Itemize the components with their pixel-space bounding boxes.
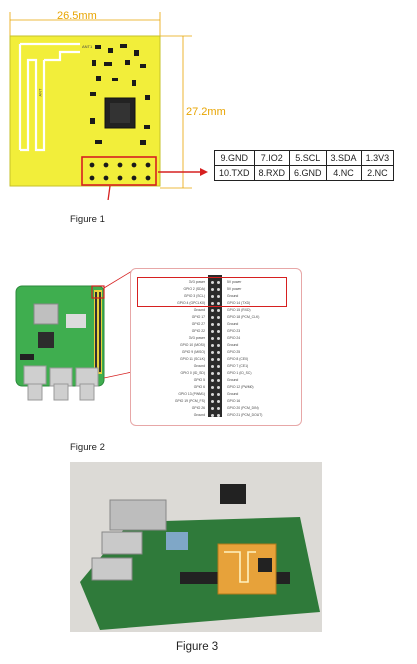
gpio-label-left: GPIO 27	[191, 322, 205, 326]
gpio-pin-dot	[217, 315, 220, 319]
gpio-label-left: GPIO 6	[193, 385, 205, 389]
table-cell: 4.NC	[325, 165, 362, 181]
gpio-label-right: GPIO 20 (PCM_DIN)	[227, 406, 259, 410]
gpio-label-right: Ground	[227, 343, 239, 347]
gpio-label-left: GPIO 10 (MOSI)	[179, 343, 205, 347]
gpio-label-left: GPIO 22	[191, 329, 205, 333]
gpio-label-left: GPIO 19 (PCM_FS)	[174, 399, 205, 403]
gpio-pin-dot	[211, 315, 214, 319]
gpio-label-right: Ground	[227, 378, 239, 382]
gpio-label-left: GPIO 9 (MISO)	[181, 350, 205, 354]
gpio-label-right: GPIO 7 (CE1)	[227, 364, 249, 368]
gpio-label-left: Ground	[193, 308, 205, 312]
gpio-label-right: GPIO 16	[227, 399, 241, 403]
gpio-pin-dot	[211, 294, 214, 298]
module-drawing	[9, 12, 208, 200]
gpio-label-right: GPIO 14 (TXD)	[227, 301, 251, 305]
gpio-pin-dot	[211, 301, 214, 305]
gpio-pin-dot	[217, 301, 220, 305]
gpio-label-right: GPIO 24	[227, 336, 241, 340]
gpio-label-left: 3V3 power	[188, 280, 205, 284]
gpio-pin-dot	[217, 364, 220, 368]
width-dimension-label: 26.5mm	[57, 10, 97, 22]
gpio-label-left: GPIO 4 (GPCLK0)	[177, 301, 205, 305]
figure-1-caption: Figure 1	[70, 214, 105, 225]
gpio-pin-dot	[217, 329, 220, 333]
gpio-label-right: Ground	[227, 294, 239, 298]
gpio-pin-dot	[211, 413, 214, 417]
gpio-pin-dot	[211, 364, 214, 368]
gpio-label-left: 3V3 power	[188, 336, 205, 340]
gpio-label-right: 5V power	[227, 287, 242, 291]
gpio-label-right: GPIO 23	[227, 329, 241, 333]
gpio-pin-dot	[217, 371, 220, 375]
gpio-pin-dot	[217, 294, 220, 298]
gpio-pin-dot	[217, 336, 220, 340]
gpio-pin-dot	[211, 357, 214, 361]
gpio-label-right: 5V power	[227, 280, 242, 284]
gpio-pin-dot	[217, 406, 220, 410]
gpio-pin-dot	[217, 392, 220, 396]
gpio-pin-dot	[211, 287, 214, 291]
gpio-label-left: GPIO 11 (SCLK)	[180, 357, 205, 361]
gpio-label-right: GPIO 8 (CE0)	[227, 357, 249, 361]
gpio-label-left: Ground	[193, 413, 205, 417]
gpio-label-right: Ground	[227, 322, 239, 326]
gpio-label-right: GPIO 1 (ID_SC)	[227, 371, 252, 375]
gpio-pin-dot	[217, 322, 220, 326]
gpio-pin-dot	[211, 329, 214, 333]
gpio-pin-dot	[211, 385, 214, 389]
gpio-pin-dot	[217, 399, 220, 403]
gpio-pin-dot	[211, 322, 214, 326]
photo-rpi-with-module	[70, 462, 322, 632]
table-row: 10.TXD 8.RXD 6.GND 4.NC 2.NC	[214, 165, 395, 181]
gpio-label-left: GPIO 13 (PWM1)	[178, 392, 205, 396]
pin-table: 9.GND 7.IO2 5.SCL 3.SDA 1.3V3 10.TXD 8.R…	[214, 150, 395, 181]
gpio-pin-dot	[211, 371, 214, 375]
gpio-label-left: GPIO 0 (ID_SD)	[180, 371, 206, 375]
antenna-label-1: ANT1	[82, 44, 93, 49]
gpio-pin-dot	[217, 350, 220, 354]
gpio-pin-dot	[217, 385, 220, 389]
gpio-pin-dot	[211, 336, 214, 340]
gpio-pin-dot	[211, 308, 214, 312]
table-cell: 2.NC	[360, 165, 395, 181]
gpio-pin-dot	[217, 287, 220, 291]
gpio-label-right: Ground	[227, 392, 239, 396]
gpio-label-left: GPIO 17	[191, 315, 205, 319]
gpio-pin-dot	[211, 280, 214, 284]
gpio-pin-dot	[217, 280, 220, 284]
raspberry-pi-board	[15, 285, 105, 401]
gpio-pin-dot	[211, 350, 214, 354]
gpio-pin-dot	[217, 308, 220, 312]
gpio-label-left: GPIO 5	[193, 378, 205, 382]
gpio-pin-dot	[217, 413, 220, 417]
highlight-box	[137, 277, 287, 307]
gpio-label-left: GPIO 26	[191, 406, 205, 410]
figure-2-caption: Figure 2	[70, 442, 105, 453]
gpio-label-left: GPIO 2 (SDA)	[183, 287, 205, 291]
gpio-pin-dot	[217, 378, 220, 382]
gpio-label-right: GPIO 15 (RXD)	[227, 308, 251, 312]
figure-3-caption: Figure 3	[176, 641, 219, 653]
gpio-label-left: Ground	[193, 364, 205, 368]
gpio-label-right: GPIO 12 (PWM0)	[227, 385, 254, 389]
gpio-pin-dot	[217, 343, 220, 347]
gpio-label-right: GPIO 21 (PCM_DOUT)	[227, 413, 263, 417]
gpio-pin-dot	[217, 357, 220, 361]
gpio-pin-dot	[211, 392, 214, 396]
gpio-pin-dot	[211, 378, 214, 382]
gpio-label-right: GPIO 25	[227, 350, 241, 354]
height-dimension-label: 27.2mm	[186, 106, 226, 118]
connector-outline	[91, 270, 133, 379]
gpio-pin-dot	[211, 406, 214, 410]
gpio-label-right: GPIO 18 (PCM_CLK)	[227, 315, 260, 319]
gpio-pin-dot	[211, 343, 214, 347]
gpio-pin-dot	[211, 399, 214, 403]
table-cell: 10.TXD	[214, 165, 255, 181]
gpio-label-left: GPIO 3 (SCL)	[183, 294, 205, 298]
